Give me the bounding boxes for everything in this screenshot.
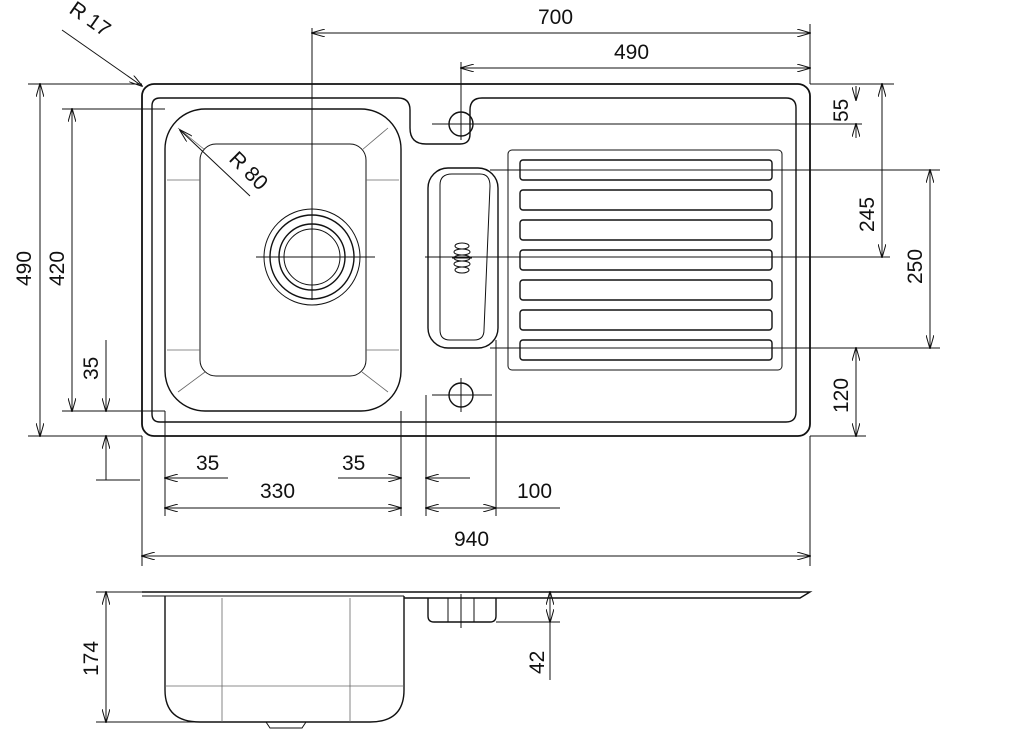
dimension-labels: R 17 R 80 700 490 490 420 35 55 245 250 …	[13, 0, 927, 676]
drainer-rib	[519, 219, 773, 241]
label-490-width: 490	[614, 41, 649, 64]
sink-inner-outline	[151, 97, 797, 423]
label-940: 940	[454, 528, 489, 551]
label-100: 100	[517, 480, 552, 503]
label-120: 120	[830, 378, 853, 413]
label-55: 55	[830, 99, 853, 122]
label-35-left: 35	[196, 452, 219, 475]
label-35-vertical: 35	[80, 357, 103, 380]
overflow-slot	[427, 167, 499, 349]
label-r80: R 80	[224, 147, 272, 195]
main-bowl-outer	[164, 108, 402, 412]
label-245: 245	[856, 197, 879, 232]
drainer-rib	[519, 279, 773, 301]
drainer-rib	[519, 309, 773, 331]
label-490-height: 490	[13, 251, 36, 286]
centre-lines	[256, 28, 890, 412]
side-overflow-box	[427, 598, 497, 623]
drainer-rib	[519, 249, 773, 271]
side-bowl-profile	[164, 596, 405, 723]
label-35-right: 35	[342, 452, 365, 475]
label-330: 330	[260, 480, 295, 503]
label-174: 174	[80, 641, 103, 676]
label-42: 42	[526, 651, 549, 674]
drainer-area	[507, 149, 783, 371]
label-250: 250	[904, 249, 927, 284]
main-bowl-inner	[199, 143, 367, 377]
drainer-rib	[519, 339, 773, 361]
label-r17: R 17	[65, 0, 115, 42]
drainer-rib	[519, 189, 773, 211]
sink-outer-rim	[141, 83, 811, 437]
label-700: 700	[538, 6, 573, 29]
sink-side-view	[96, 592, 813, 729]
dimension-lines	[28, 24, 940, 566]
sink-plan-view	[141, 28, 890, 437]
label-420: 420	[46, 251, 69, 286]
